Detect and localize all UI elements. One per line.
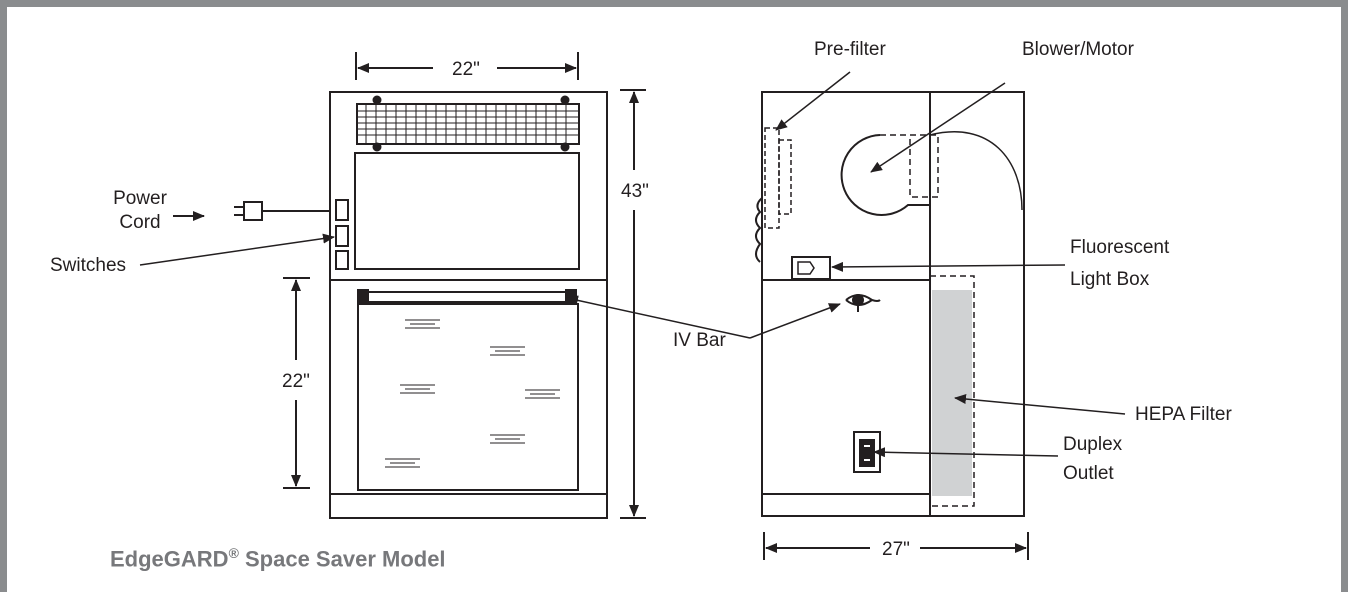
front-cabinet-outline: [329, 91, 608, 519]
light-box: [791, 256, 831, 280]
label-hepa-filter: HEPA Filter: [1135, 404, 1232, 425]
front-grille: [356, 103, 580, 145]
label-iv-bar: IV Bar: [673, 330, 726, 351]
side-view: [755, 91, 1025, 517]
caption-model: Space Saver Model: [238, 546, 446, 572]
light-switch: [335, 225, 349, 247]
registered-mark: ®: [228, 545, 239, 561]
label-switches: Switches: [50, 255, 126, 276]
label-fluorescent-line1: Fluorescent: [1070, 237, 1170, 258]
dim-front-height: 43": [621, 181, 649, 202]
power-switch: [335, 199, 349, 221]
label-duplex-line1: Duplex: [1063, 434, 1123, 455]
iv-clamp: [845, 294, 881, 312]
side-cabinet-outline: [761, 91, 1025, 517]
dim-side-depth: 27": [882, 539, 910, 560]
front-dimensions: [283, 52, 646, 519]
front-view: [234, 91, 608, 519]
front-sash: [357, 303, 579, 491]
caption-brand: EdgeGARD: [110, 546, 229, 572]
side-dimensions: [763, 532, 1029, 560]
leader-lines: [139, 71, 1126, 458]
power-plug: [243, 201, 263, 221]
pre-filter: [764, 127, 780, 229]
figure-caption: EdgeGARD® Space Saver Model: [110, 545, 446, 572]
dim-work-opening: 22": [282, 371, 310, 392]
label-duplex-line2: Outlet: [1063, 463, 1114, 484]
label-power-cord-line2: Cord: [119, 212, 160, 233]
hepa-filter: [932, 290, 972, 496]
blower-switch: [335, 250, 349, 270]
label-pre-filter: Pre-filter: [814, 39, 886, 60]
iv-bar: [357, 291, 577, 303]
label-power-cord-line1: Power: [113, 188, 168, 209]
dim-front-width: 22": [452, 59, 480, 80]
label-fluorescent-line2: Light Box: [1070, 269, 1150, 290]
front-upper-panel: [354, 152, 580, 270]
label-blower-motor: Blower/Motor: [1022, 39, 1135, 60]
blower-housing: [840, 134, 930, 216]
